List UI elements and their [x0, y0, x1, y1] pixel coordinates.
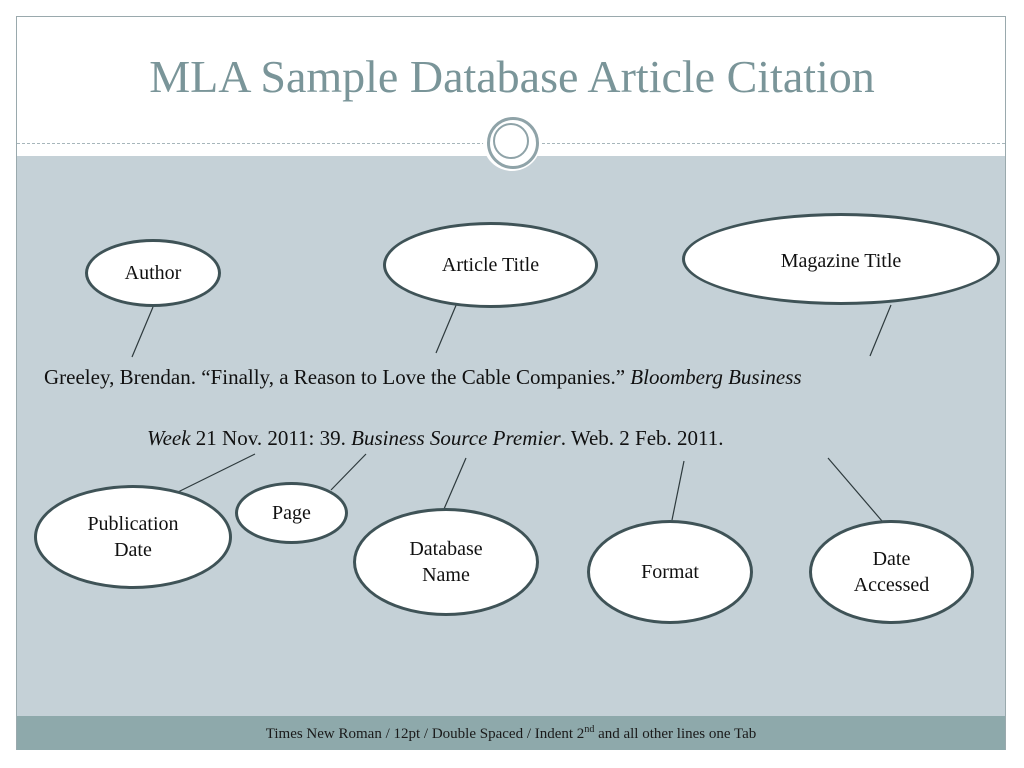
citation-database-text: Business Source Premier [351, 426, 561, 450]
page-label: Page [272, 502, 311, 524]
connector-publication-date [177, 453, 256, 493]
citation-date-page-text: 21 Nov. 2011: 39. [190, 426, 352, 450]
publication-date-label-2: Date [114, 539, 152, 561]
publication-date-oval: Publication Date [34, 485, 232, 589]
connector-magazine-title [869, 304, 892, 357]
citation-line-2: Week 21 Nov. 2011: 39. Business Source P… [147, 426, 724, 451]
slide-title: MLA Sample Database Article Citation [149, 51, 875, 102]
format-label: Format [641, 561, 699, 583]
magazine-title-label: Magazine Title [780, 250, 902, 272]
format-oval: Format [587, 520, 753, 624]
database-name-label-1: Database [409, 538, 483, 560]
connector-date-accessed [827, 457, 883, 522]
citation-author-title-text: Greeley, Brendan. “Finally, a Reason to … [44, 365, 631, 389]
citation-format-accessed-text: . Web. 2 Feb. 2011. [560, 426, 724, 450]
database-name-label-2: Name [422, 564, 470, 586]
connector-author [131, 306, 154, 358]
author-label: Author [124, 262, 182, 284]
date-accessed-label-1: Date [872, 548, 911, 570]
date-accessed-oval: Date Accessed [809, 520, 974, 624]
connector-database-name [443, 457, 467, 510]
date-accessed-label-2: Accessed [853, 574, 930, 596]
footer-bar: Times New Roman / 12pt / Double Spaced /… [17, 716, 1005, 750]
footer-text-part2: and all other lines one Tab [594, 725, 757, 742]
citation-magazine-cont-text: Week [147, 426, 191, 450]
footer-text: Times New Roman / 12pt / Double Spaced /… [266, 724, 757, 743]
footer-text-part1: Times New Roman / 12pt / Double Spaced /… [265, 725, 585, 742]
database-name-oval: Database Name [353, 508, 539, 616]
footer-superscript: nd [584, 723, 595, 735]
connector-page [330, 453, 367, 491]
article-title-oval: Article Title [383, 222, 598, 308]
article-title-label: Article Title [441, 254, 540, 276]
connector-article-title [435, 302, 458, 354]
author-oval: Author [85, 239, 221, 307]
connector-format [671, 460, 685, 521]
citation-line-1: Greeley, Brendan. “Finally, a Reason to … [44, 365, 802, 390]
ornament-ring-inner [493, 123, 529, 159]
publication-date-label-1: Publication [87, 513, 179, 535]
citation-magazine-text: Bloomberg Business [630, 365, 802, 389]
magazine-title-oval: Magazine Title [682, 213, 1000, 305]
page-oval: Page [235, 482, 348, 544]
